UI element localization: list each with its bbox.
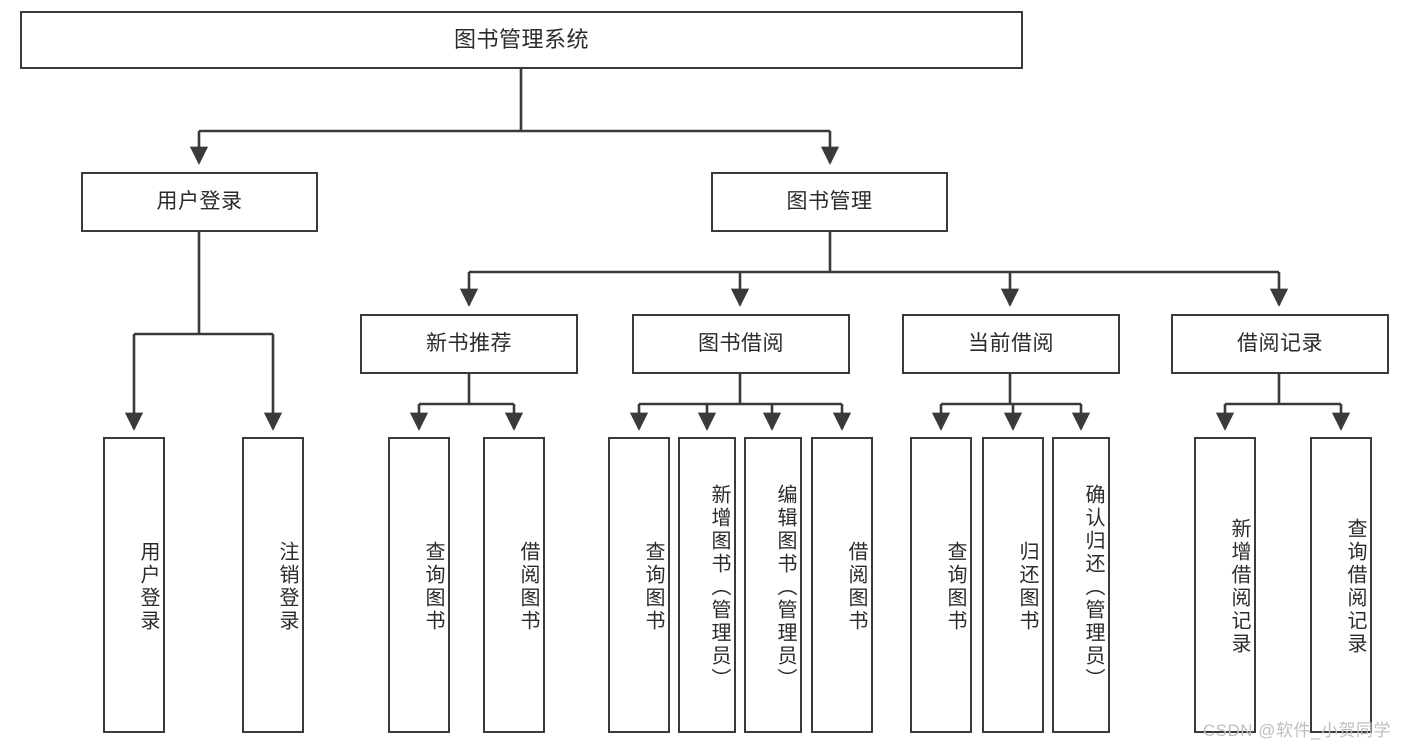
node-book-borrow[interactable]: 图书借阅: [632, 314, 850, 374]
leaf-query-book-recommend[interactable]: 查询图书: [388, 437, 450, 733]
leaf-query-borrow-record-label: 查询借阅记录: [1344, 518, 1366, 656]
node-new-book-recommend-label: 新书推荐: [426, 331, 512, 355]
leaf-add-borrow-record[interactable]: 新增借阅记录: [1194, 437, 1256, 733]
leaf-borrow-book-label: 借阅图书: [845, 541, 867, 633]
leaf-query-book-borrow[interactable]: 查询图书: [608, 437, 670, 733]
leaf-edit-book-admin-label: 编辑图书（管理员）: [774, 483, 796, 691]
leaf-edit-book-admin[interactable]: 编辑图书（管理员）: [744, 437, 802, 733]
leaf-return-book[interactable]: 归还图书: [982, 437, 1044, 733]
leaf-query-book-current[interactable]: 查询图书: [910, 437, 972, 733]
leaf-query-book-recommend-label: 查询图书: [422, 541, 444, 633]
node-user-login[interactable]: 用户登录: [81, 172, 318, 232]
node-book-management-label: 图书管理: [786, 189, 873, 213]
leaf-borrow-book-recommend-label: 借阅图书: [517, 541, 539, 633]
node-current-borrow-label: 当前借阅: [968, 331, 1054, 355]
leaf-add-borrow-record-label: 新增借阅记录: [1228, 518, 1250, 656]
leaf-logout-label: 注销登录: [276, 541, 298, 633]
leaf-confirm-return-admin[interactable]: 确认归还（管理员）: [1052, 437, 1110, 733]
node-root-label: 图书管理系统: [453, 27, 589, 53]
node-new-book-recommend[interactable]: 新书推荐: [360, 314, 578, 374]
leaf-borrow-book[interactable]: 借阅图书: [811, 437, 873, 733]
node-current-borrow[interactable]: 当前借阅: [902, 314, 1120, 374]
leaf-confirm-return-admin-label: 确认归还（管理员）: [1082, 483, 1104, 691]
node-book-management[interactable]: 图书管理: [711, 172, 948, 232]
leaf-query-borrow-record[interactable]: 查询借阅记录: [1310, 437, 1372, 733]
leaf-logout[interactable]: 注销登录: [242, 437, 304, 733]
watermark: CSDN @软件_小贺同学: [1202, 721, 1391, 740]
leaf-add-book-admin-label: 新增图书（管理员）: [708, 483, 730, 691]
leaf-add-book-admin[interactable]: 新增图书（管理员）: [678, 437, 736, 733]
node-book-borrow-label: 图书借阅: [698, 331, 784, 355]
node-borrow-record-label: 借阅记录: [1237, 331, 1323, 355]
node-root[interactable]: 图书管理系统: [20, 11, 1023, 69]
leaf-user-login-label: 用户登录: [137, 541, 159, 633]
node-borrow-record[interactable]: 借阅记录: [1171, 314, 1389, 374]
leaf-borrow-book-recommend[interactable]: 借阅图书: [483, 437, 545, 733]
leaf-query-book-current-label: 查询图书: [944, 541, 966, 633]
node-user-login-label: 用户登录: [156, 189, 243, 213]
leaf-return-book-label: 归还图书: [1016, 541, 1038, 633]
leaf-user-login[interactable]: 用户登录: [103, 437, 165, 733]
leaf-query-book-borrow-label: 查询图书: [642, 541, 664, 633]
